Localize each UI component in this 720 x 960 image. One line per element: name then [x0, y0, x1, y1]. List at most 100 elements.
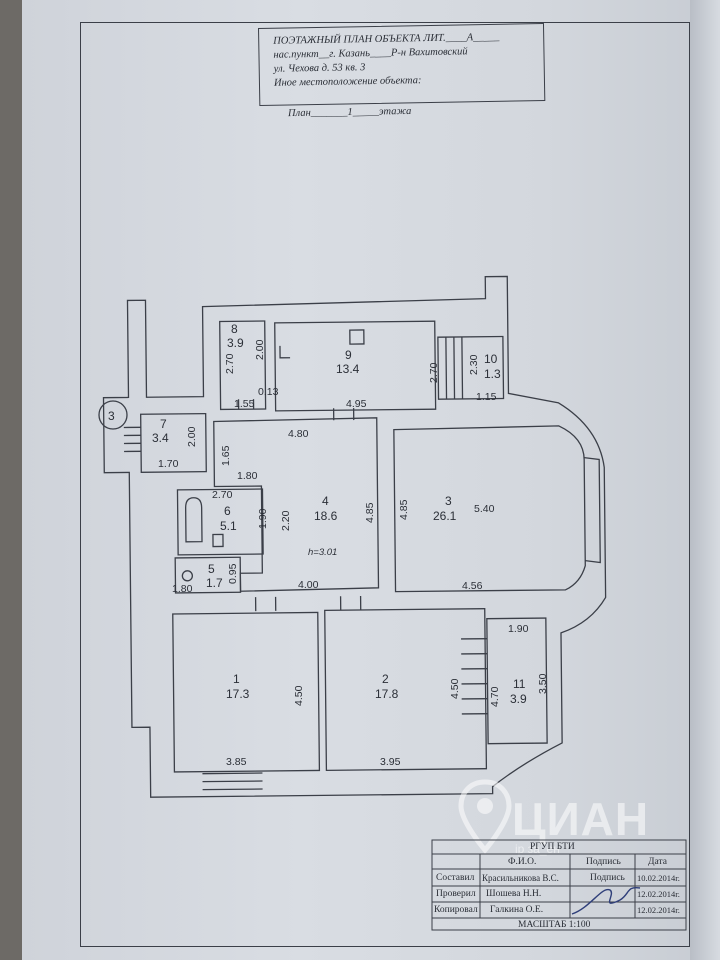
dim-10-width: 1.15 — [476, 391, 497, 403]
stamp-col-date: Дата — [648, 857, 667, 867]
dim-3-bottom: 4.56 — [462, 580, 483, 592]
location-pin-icon — [458, 779, 512, 854]
room-11-outline — [486, 617, 548, 745]
stamp-role-3: Копировал — [434, 905, 478, 915]
room-2-area: 17.8 — [375, 687, 399, 701]
dim-5-height: 0.95 — [227, 563, 239, 584]
watermark-text: ЦИАН — [512, 793, 650, 845]
title-block-grid — [431, 839, 687, 931]
dim-7-height: 2.00 — [186, 426, 198, 447]
room-1-number: 1 — [233, 672, 240, 686]
stairs-1 — [202, 772, 263, 791]
room-3-number: 3 — [445, 494, 452, 508]
room-5-area: 1.7 — [206, 576, 223, 590]
cian-watermark: ЦИАН ip за_ен — [455, 778, 665, 868]
stamp-col-name: Ф.И.О. — [508, 857, 537, 867]
dim-1-80: 1.80 — [237, 470, 258, 482]
room-4-area: 18.6 — [314, 509, 338, 523]
room-6-outline — [176, 488, 264, 556]
room-9-area: 13.4 — [336, 362, 360, 376]
room-11-area: 3.9 — [510, 692, 527, 706]
room-10-outline — [437, 335, 505, 400]
stamp-scale: МАСШТАБ 1:100 — [518, 920, 591, 930]
room-1-outline — [172, 611, 321, 773]
dim-3-height: 4.85 — [398, 499, 410, 520]
room-6-area: 5.1 — [220, 519, 237, 533]
stamp-date-3: 12.02.2014г. — [637, 905, 680, 915]
dim-4-bottom: 4.00 — [298, 579, 319, 591]
dim-7-width: 1.70 — [158, 458, 179, 470]
dim-6-height: 1.90 — [257, 508, 269, 529]
room-2-number: 2 — [382, 672, 389, 686]
dim-9-height: 2.70 — [428, 362, 440, 383]
stairs-10 — [445, 336, 464, 400]
room-8-number: 8 — [231, 322, 238, 336]
room-7-area: 3.4 — [152, 431, 169, 445]
room-4-number: 4 — [322, 494, 329, 508]
room-5-outline — [174, 556, 242, 594]
dim-0-13: 0.13 — [258, 386, 279, 398]
stamp-name-1: Красильникова В.С. — [482, 873, 559, 883]
dim-1-65: 1.65 — [220, 445, 232, 466]
dim-11-right: 3.50 — [537, 673, 549, 694]
stamp-name-2: Шошева Н.Н. — [486, 889, 542, 899]
room-1-area: 17.3 — [226, 687, 250, 701]
dim-8-height: 2.70 — [224, 353, 236, 374]
door-marks — [237, 399, 362, 612]
section-marker-label: 3 — [108, 409, 115, 423]
dim-8-width: 2.00 — [254, 339, 266, 360]
dim-2-height: 4.50 — [449, 678, 461, 699]
stamp-sign-1: Подпись — [590, 873, 625, 883]
dim-5-width: 1.80 — [172, 583, 193, 595]
dim-1-width: 3.85 — [226, 756, 247, 768]
stamp-role-2: Проверил — [436, 889, 476, 899]
stamp-col-sign: Подпись — [586, 857, 621, 867]
watermark-subtext: ip за_ен — [515, 842, 560, 856]
bay-window-3 — [584, 457, 601, 564]
stairs-7 — [123, 426, 142, 453]
room-8-area: 3.9 — [227, 336, 244, 350]
dim-1-height: 4.50 — [293, 685, 305, 706]
outer-wall — [102, 275, 607, 798]
ceiling-height: h=3.01 — [308, 547, 337, 558]
stamp-role-1: Составил — [436, 873, 475, 883]
dim-2-width: 3.95 — [380, 756, 401, 768]
room-9-outline — [274, 320, 437, 412]
dim-4-top: 4.80 — [288, 428, 309, 440]
title-block: РГУП БТИ Ф.И.О. Подпись Дата Составил Кр… — [430, 838, 688, 932]
drawing-frame — [80, 22, 690, 947]
washbasin-icon — [212, 533, 224, 548]
room-10-area: 1.3 — [484, 367, 501, 381]
room-8-outline — [219, 320, 267, 411]
room-3-area: 26.1 — [433, 509, 457, 523]
stamp-date-2: 12.02.2014г. — [637, 889, 680, 899]
document-sheet — [22, 0, 720, 960]
signature-scribble — [571, 886, 641, 915]
section-marker — [98, 400, 128, 430]
dim-10-height: 2.30 — [468, 354, 480, 375]
stamp-date-1: 10.02.2014г. — [637, 873, 680, 883]
toilet-icon — [181, 570, 194, 582]
stamp-org: РГУП БТИ — [530, 842, 575, 852]
dim-3-width: 5.40 — [474, 503, 495, 515]
room-3-outline — [393, 425, 586, 593]
room-7-number: 7 — [160, 417, 167, 431]
dim-6-width: 2.70 — [212, 489, 233, 501]
dim-4-inner: 2.20 — [280, 510, 292, 531]
room-2-outline — [324, 608, 488, 772]
dim-1-55: 1.55 — [234, 398, 255, 410]
stairs-11 — [461, 638, 488, 715]
stove-icon — [349, 329, 365, 345]
dim-11-height: 4.70 — [489, 686, 501, 707]
bathtub-icon — [185, 497, 203, 543]
room-5-number: 5 — [208, 562, 215, 576]
sink-icon — [279, 345, 291, 359]
stamp-name-3: Галкина О.Е. — [490, 905, 544, 915]
dim-4-height: 4.85 — [364, 502, 376, 523]
dim-9-width: 4.95 — [346, 398, 367, 410]
sheet-edge — [690, 0, 720, 960]
room-6-number: 6 — [224, 504, 231, 518]
room-11-number: 11 — [513, 677, 526, 691]
dim-11-top: 1.90 — [508, 623, 529, 635]
